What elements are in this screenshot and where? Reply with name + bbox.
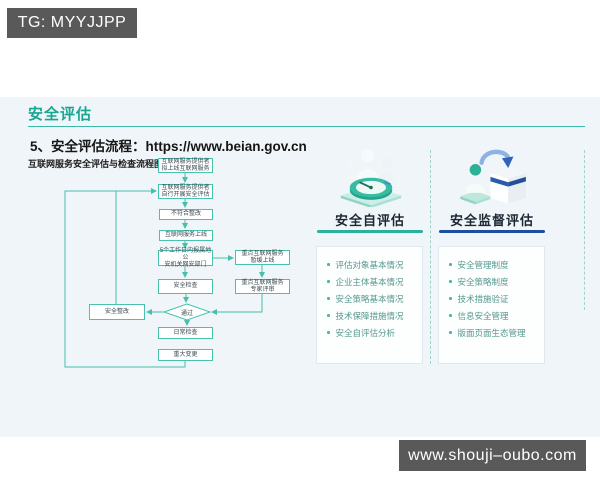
list-item-label: 技术保障措施情况 [335, 310, 404, 321]
list-item: 技术措施验证 [447, 290, 540, 307]
flow-node-security-check: 安全检查 [158, 279, 213, 294]
flow-node-report: 5个工作日内报属地公 安机关网安部门 [158, 247, 213, 268]
list-item-label: 安全策略制度 [457, 276, 509, 287]
flow-node-nonconform-rectify: 不符合整改 [159, 209, 213, 220]
bullet-dot [449, 263, 452, 266]
supervision-list: 安全管理制度 安全策略制度 技术措施验证 信息安全管理 版面页面生态管理 [439, 247, 544, 341]
telegram-watermark-badge: TG: MYYJJPP [7, 8, 137, 38]
title-divider [28, 126, 585, 127]
flow-node-major-change: 重大变更 [158, 349, 213, 361]
flow-connectors [64, 173, 265, 368]
card-divider [430, 150, 431, 364]
right-edge-divider [584, 150, 585, 310]
list-item-label: 安全自评估分析 [335, 327, 396, 338]
flowchart-title: 互联网服务安全评估与检查流程图 [28, 159, 164, 169]
bullet-dot [327, 297, 330, 300]
self-assessment-list: 评估对象基本情况 企业主体基本情况 安全策略基本情况 技术保障措施情况 安全自评… [317, 247, 422, 341]
flow-node-plan-online: 互联网服务提供者 拟上线互联网服务 [158, 158, 213, 173]
list-item: 企业主体基本情况 [325, 273, 418, 290]
bullet-dot [449, 331, 452, 334]
self-assessment-list-panel: 评估对象基本情况 企业主体基本情况 安全策略基本情况 技术保障措施情况 安全自评… [316, 246, 423, 364]
list-item-label: 技术措施验证 [457, 293, 509, 304]
bullet-dot [327, 331, 330, 334]
website-watermark-badge: www.shouji–oubo.com [399, 440, 586, 471]
page-title: 安全评估 [28, 106, 93, 123]
flow-node-key-review: 重点互联网服务 专家评审 [235, 279, 290, 294]
website-watermark-text: www.shouji–oubo.com [408, 446, 577, 464]
telegram-watermark-text: TG: MYYJJPP [17, 14, 127, 31]
list-item-label: 安全策略基本情况 [335, 293, 404, 304]
flow-node-key-suspend: 重点互联网服务 暂缓上线 [235, 250, 290, 265]
flow-node-self-assess: 互联网服务提供者 自行开展安全评估 [158, 184, 213, 199]
flow-node-daily-check: 日常检查 [158, 327, 213, 339]
card-title-supervision: 安全监督评估 [449, 213, 534, 228]
supervision-3d-icon [448, 145, 540, 207]
section-subtitle: 5、安全评估流程：https://www.beian.gov.cn [30, 139, 307, 154]
accent-bar-navy [439, 230, 545, 233]
bullet-dot [327, 263, 330, 266]
list-item-label: 版面页面生态管理 [457, 327, 526, 338]
card-title-self-assessment: 安全自评估 [334, 213, 405, 228]
bullet-dot [327, 280, 330, 283]
list-item: 安全策略基本情况 [325, 290, 418, 307]
list-item: 版面页面生态管理 [447, 324, 540, 341]
flow-node-pass: 通过 [180, 310, 193, 317]
accent-bar-teal [317, 230, 423, 233]
bullet-dot [449, 314, 452, 317]
list-item-label: 信息安全管理 [457, 310, 509, 321]
bullet-dot [449, 297, 452, 300]
list-item: 安全管理制度 [447, 256, 540, 273]
list-item: 信息安全管理 [447, 307, 540, 324]
list-item-label: 评估对象基本情况 [335, 259, 404, 270]
bullet-dot [449, 280, 452, 283]
list-item: 技术保障措施情况 [325, 307, 418, 324]
list-item-label: 安全管理制度 [457, 259, 509, 270]
list-item: 评估对象基本情况 [325, 256, 418, 273]
bullet-dot [327, 314, 330, 317]
flow-node-rectify: 安全整改 [89, 304, 145, 320]
flow-node-go-online: 互联网服务上线 [159, 230, 213, 241]
list-item: 安全自评估分析 [325, 324, 418, 341]
flow-decision-diamond [162, 303, 212, 321]
flowchart: 互联网服务提供者 拟上线互联网服务 互联网服务提供者 自行开展安全评估 不符合整… [50, 148, 300, 388]
list-item-label: 企业主体基本情况 [335, 276, 404, 287]
supervision-list-panel: 安全管理制度 安全策略制度 技术措施验证 信息安全管理 版面页面生态管理 [438, 246, 545, 364]
self-assessment-3d-icon [325, 145, 417, 208]
list-item: 安全策略制度 [447, 273, 540, 290]
